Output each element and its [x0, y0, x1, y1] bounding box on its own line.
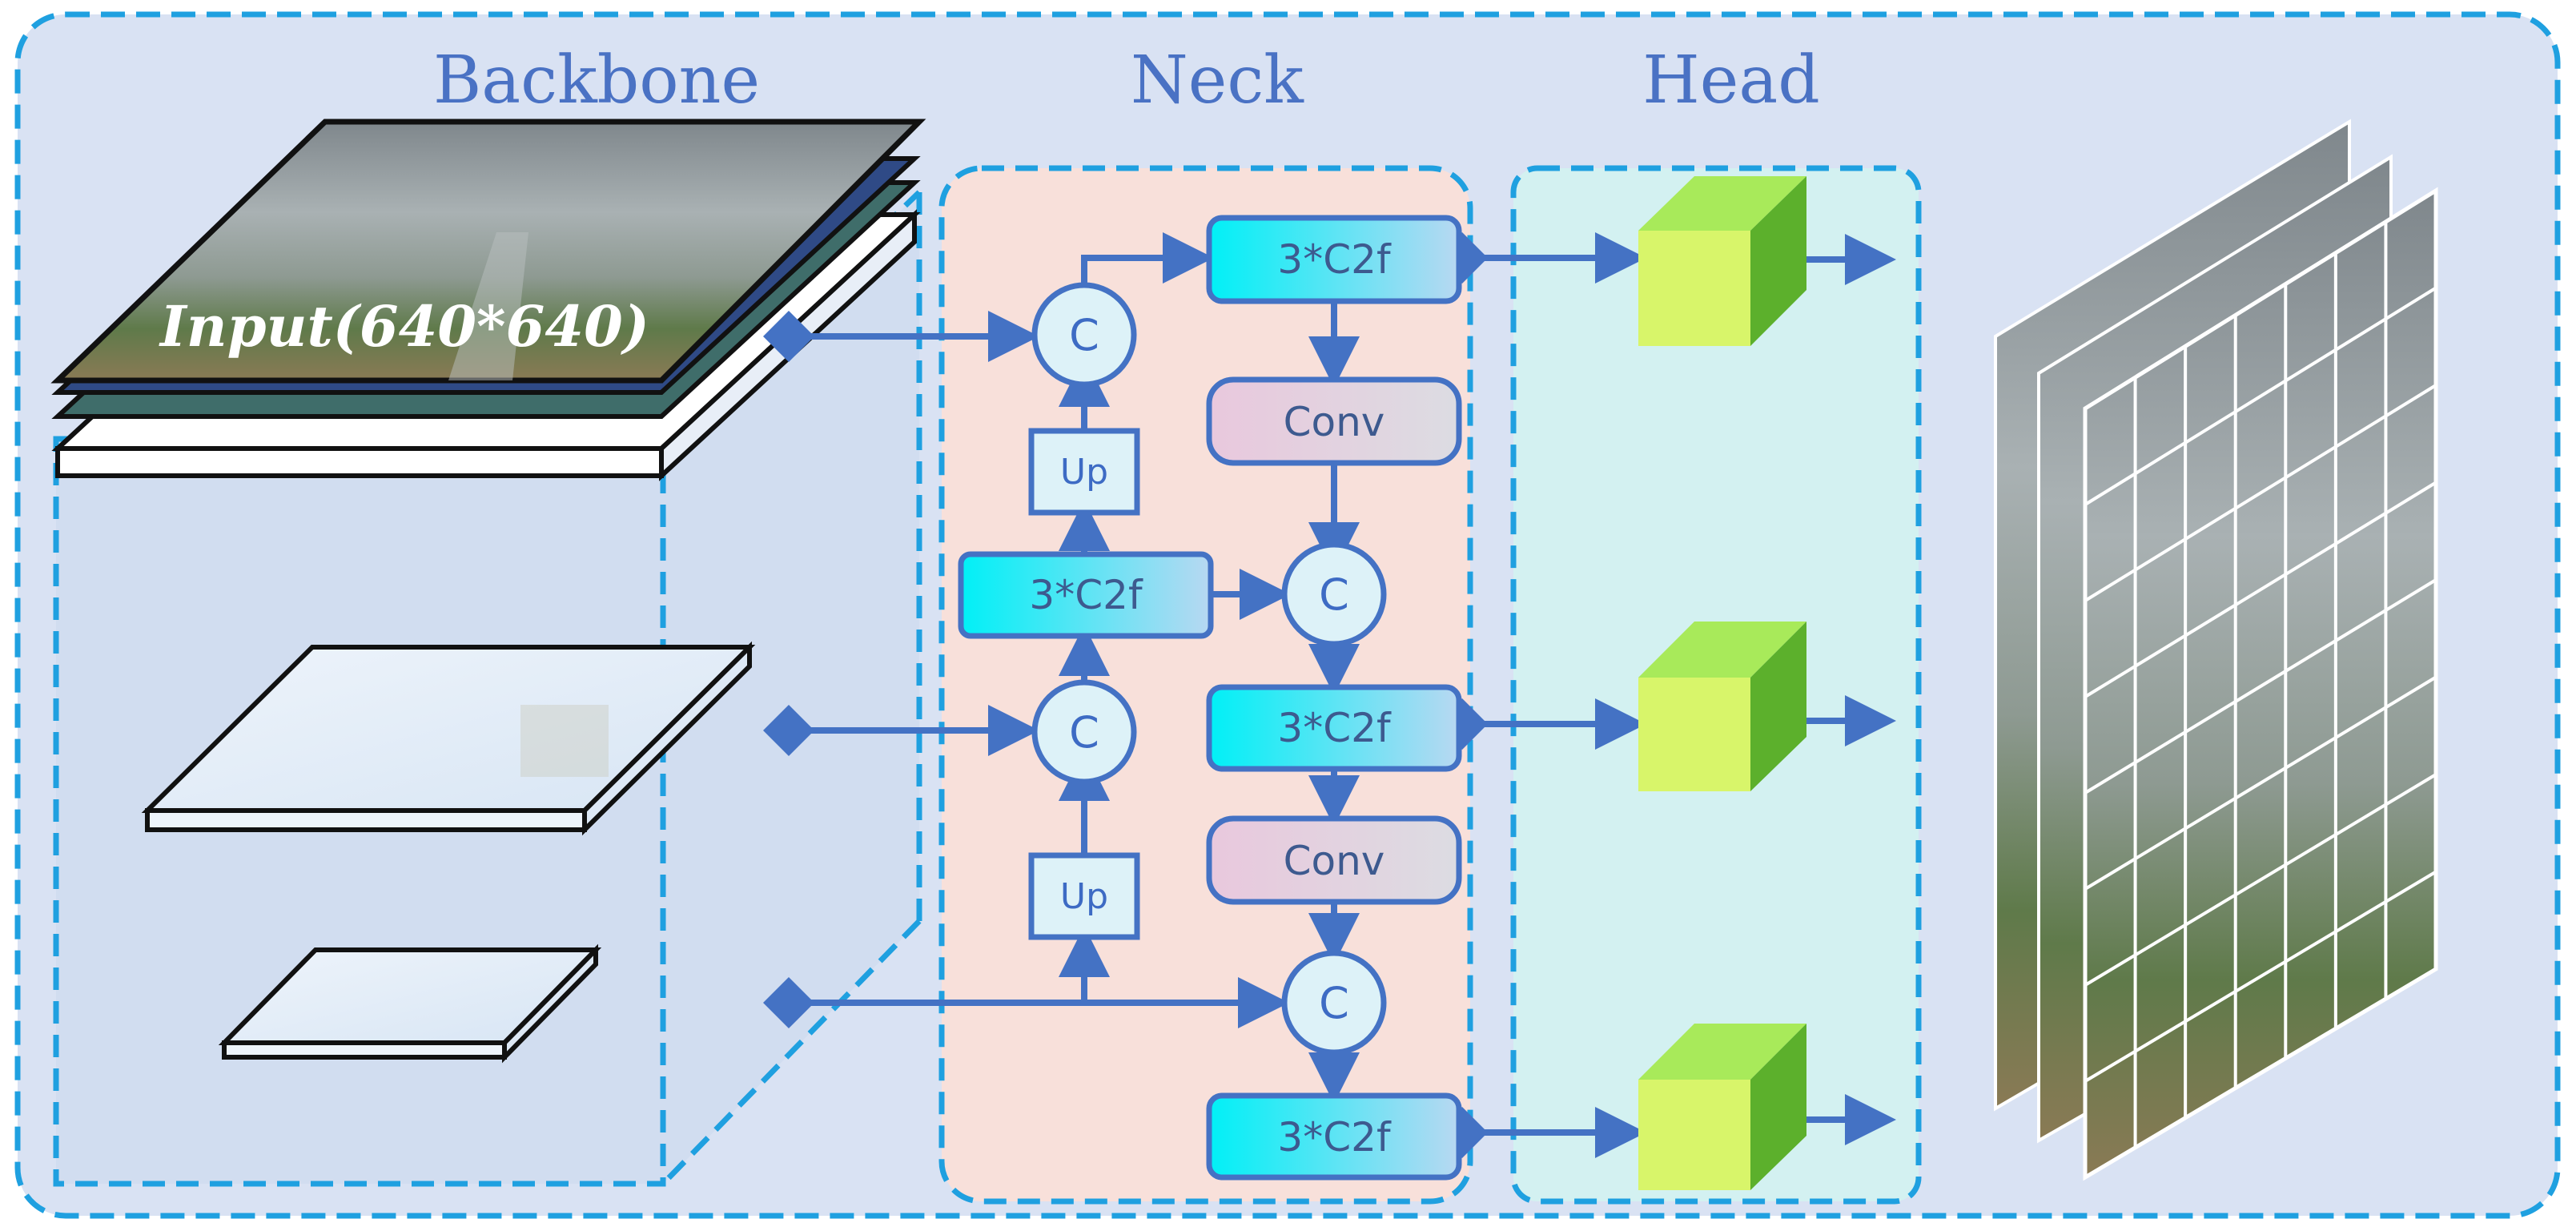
- backbone-region: Input(640*640): [50, 119, 926, 1187]
- detect-cube-bottom: [1638, 1024, 1806, 1190]
- input-size-label: Input(640*640): [159, 293, 649, 360]
- conv-block-top: [1206, 376, 1462, 466]
- upsample-block-top-label: Up: [1060, 452, 1108, 493]
- neck-blocks: 3*C2f Conv 3*C2f 3*C2f Conv 3*C2f Up Up …: [958, 215, 1462, 1181]
- grid-line-horizontal: [2084, 675, 2437, 891]
- grid-line-horizontal: [2084, 870, 2437, 1083]
- c2f-block-bottom: [1206, 1092, 1462, 1181]
- detect-cube-middle: [1638, 622, 1806, 791]
- concat-node-4: [1281, 950, 1387, 1056]
- concat-node-3-label: C: [1319, 569, 1349, 620]
- c2f-block-mid-label: 3*C2f: [1277, 705, 1392, 751]
- grid-line-horizontal: [2084, 286, 2437, 506]
- output-grid-lines: [2084, 221, 2437, 1148]
- c2f-block-top: [1206, 215, 1462, 304]
- output-grid-images: [1994, 119, 2438, 1181]
- c2f-block-mid-left-label: 3*C2f: [1029, 572, 1143, 618]
- upsample-block-bottom-label: Up: [1060, 876, 1108, 917]
- c2f-block-top-label: 3*C2f: [1277, 236, 1392, 283]
- c2f-block-mid: [1206, 684, 1462, 772]
- concat-node-1-label: C: [1069, 310, 1099, 360]
- grid-line-horizontal: [2084, 384, 2437, 602]
- head-cubes: [1638, 176, 1806, 1190]
- concat-node-2: [1031, 679, 1137, 785]
- feature-map-plate-medium: [141, 641, 756, 836]
- conv-block-top-label: Conv: [1284, 399, 1385, 445]
- concat-node-2-label: C: [1069, 707, 1099, 758]
- head-title: Head: [1642, 42, 1819, 119]
- backbone-title: Backbone: [433, 42, 760, 119]
- conv-block-bottom: [1206, 815, 1462, 905]
- concat-node-3: [1281, 541, 1387, 647]
- feature-map-plate-small: [218, 943, 602, 1064]
- grid-line-horizontal: [2084, 578, 2437, 795]
- upsample-block-top: [1028, 428, 1140, 516]
- c2f-block-mid-left: [958, 551, 1214, 639]
- grid-line-horizontal: [2084, 773, 2437, 987]
- detect-cube-top: [1638, 176, 1806, 346]
- upsample-block-bottom: [1028, 852, 1140, 940]
- grid-line-horizontal: [2084, 481, 2437, 698]
- concat-node-4-label: C: [1319, 978, 1349, 1028]
- conv-block-bottom-label: Conv: [1284, 838, 1385, 884]
- neck-title: Neck: [1131, 42, 1304, 119]
- c2f-block-bottom-label: 3*C2f: [1277, 1114, 1392, 1161]
- concat-node-1: [1031, 282, 1137, 388]
- input-image-stack: Input(640*640): [50, 119, 926, 481]
